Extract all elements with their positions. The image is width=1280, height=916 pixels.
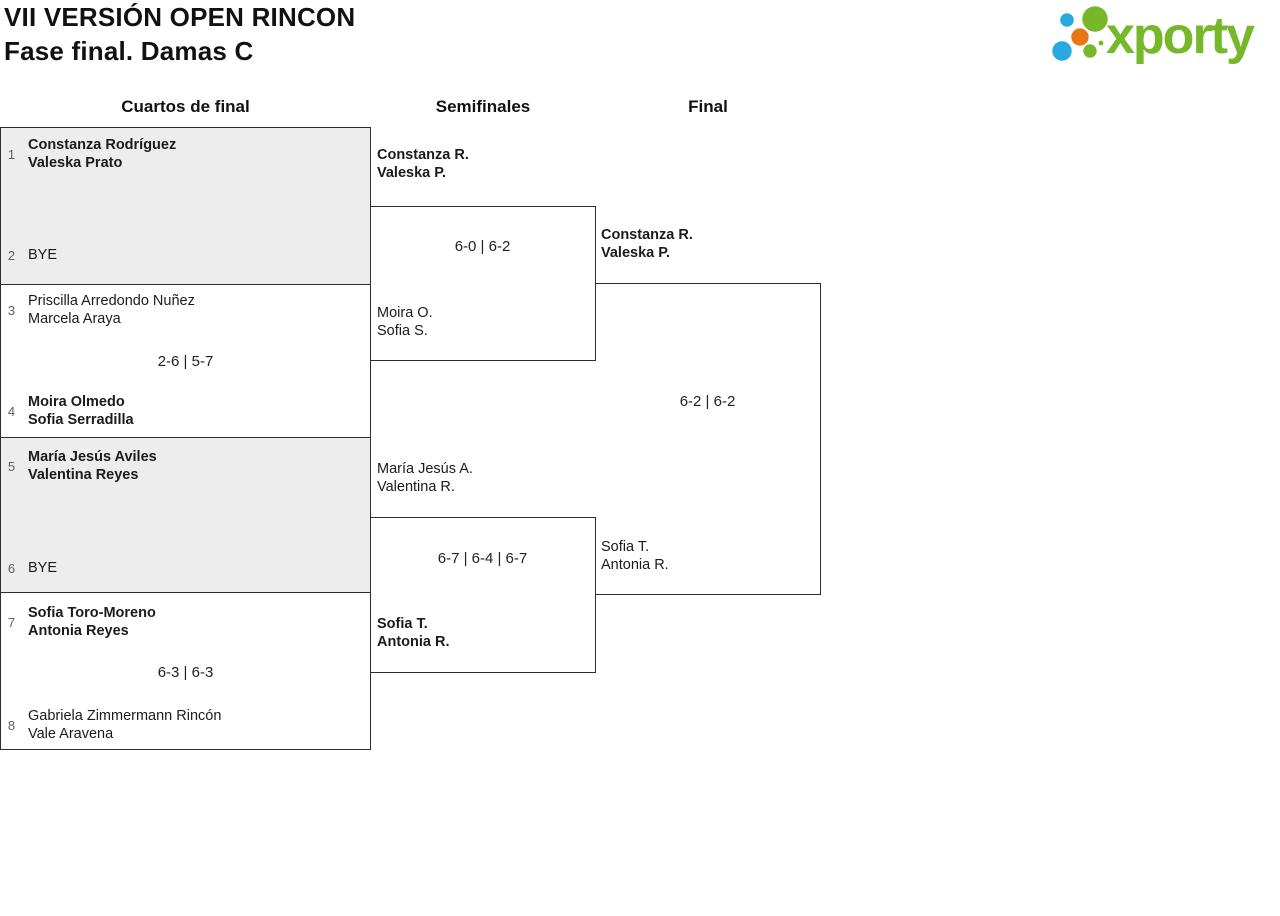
player-name: Constanza R. xyxy=(377,147,469,163)
player-name: Valeska P. xyxy=(377,165,447,181)
player-name: Antonia R. xyxy=(601,557,669,573)
player-name: Vale Aravena xyxy=(28,726,114,742)
team-entry: 8 Gabriela Zimmermann Rincón Vale Araven… xyxy=(5,707,222,743)
sf-match-2-box: 6-7 | 6-4 | 6-7 xyxy=(370,517,596,673)
player-name: Sofia T. xyxy=(377,616,428,632)
qf-match-4: 7 Sofia Toro-Moreno Antonia Reyes 6-3 | … xyxy=(0,592,371,750)
seed-number: 8 xyxy=(7,717,16,733)
player-name: Valeska Prato xyxy=(28,155,123,171)
final-top-team: Constanza R. Valeska P. xyxy=(601,226,693,262)
final-match-box: 6-2 | 6-2 xyxy=(595,283,821,595)
team-names: BYE xyxy=(28,246,57,264)
team-entry: 4 Moira Olmedo Sofia Serradilla xyxy=(5,393,134,429)
round-header-final: Final xyxy=(688,97,728,116)
team-names: BYE xyxy=(28,559,57,577)
qf-match-2: 3 Priscilla Arredondo Nuñez Marcela Aray… xyxy=(0,284,371,438)
player-name: Valentina R. xyxy=(377,479,455,495)
player-name: Valentina Reyes xyxy=(28,467,139,483)
tournament-title: VII VERSIÓN OPEN RINCON xyxy=(4,2,356,32)
player-name: Moira O. xyxy=(377,305,433,321)
team-entry: 3 Priscilla Arredondo Nuñez Marcela Aray… xyxy=(5,292,195,328)
round-header-semifinales: Semifinales xyxy=(435,97,531,116)
bye-label: BYE xyxy=(28,560,58,576)
team-entry: 5 María Jesús Aviles Valentina Reyes xyxy=(5,448,157,484)
final-bottom-team: Sofia T. Antonia R. xyxy=(601,538,669,574)
qf-match-3: 5 María Jesús Aviles Valentina Reyes 6 B… xyxy=(0,437,371,593)
seed-number: 7 xyxy=(7,614,16,630)
player-name: Marcela Araya xyxy=(28,311,121,327)
player-name: Antonia Reyes xyxy=(28,623,129,639)
team-names: María Jesús Aviles Valentina Reyes xyxy=(28,448,157,484)
team-names: Gabriela Zimmermann Rincón Vale Aravena xyxy=(28,707,221,743)
xporty-dots-icon xyxy=(1052,6,1108,61)
seed-number: 4 xyxy=(7,403,16,419)
team-entry: 2 BYE xyxy=(5,246,57,264)
team-names: Moira Olmedo Sofia Serradilla xyxy=(28,393,134,429)
player-name: Sofia Serradilla xyxy=(28,412,134,428)
seed-number: 6 xyxy=(7,560,16,576)
sf2-top-team: María Jesús A. Valentina R. xyxy=(377,460,473,496)
sf1-top-team: Constanza R. Valeska P. xyxy=(377,146,469,182)
seed-number: 5 xyxy=(7,458,16,474)
player-name: Antonia R. xyxy=(377,634,450,650)
player-name: María Jesús A. xyxy=(377,461,473,477)
team-entry: 1 Constanza Rodríguez Valeska Prato xyxy=(5,136,176,172)
sf2-bottom-team: Sofia T. Antonia R. xyxy=(377,615,450,651)
player-name: Priscilla Arredondo Nuñez xyxy=(28,293,195,309)
seed-number: 3 xyxy=(7,302,16,318)
match-score: 6-0 | 6-2 xyxy=(454,238,511,255)
round-header-cuartos: Cuartos de final xyxy=(121,97,250,116)
bye-label: BYE xyxy=(28,247,58,263)
seed-number: 1 xyxy=(7,146,16,162)
player-name: Gabriela Zimmermann Rincón xyxy=(28,708,222,724)
qf-match-1: 1 Constanza Rodríguez Valeska Prato 2 BY… xyxy=(0,127,371,285)
team-entry: 6 BYE xyxy=(5,559,57,577)
player-name: Moira Olmedo xyxy=(28,394,125,410)
player-name: Sofia T. xyxy=(601,539,650,555)
match-score: 6-7 | 6-4 | 6-7 xyxy=(437,550,528,567)
team-names: Constanza Rodríguez Valeska Prato xyxy=(28,136,176,172)
player-name: María Jesús Aviles xyxy=(28,449,157,465)
team-names: Sofia Toro-Moreno Antonia Reyes xyxy=(28,604,156,640)
player-name: Sofia Toro-Moreno xyxy=(28,605,156,621)
xporty-logo-text: xporty xyxy=(1106,7,1255,65)
seed-number: 2 xyxy=(7,247,16,263)
player-name: Constanza R. xyxy=(601,227,693,243)
player-name: Constanza Rodríguez xyxy=(28,137,177,153)
team-names: Priscilla Arredondo Nuñez Marcela Araya xyxy=(28,292,195,328)
team-entry: 7 Sofia Toro-Moreno Antonia Reyes xyxy=(5,604,156,640)
sf1-bottom-team: Moira O. Sofia S. xyxy=(377,304,433,340)
match-score: 6-3 | 6-3 xyxy=(157,664,214,681)
player-name: Valeska P. xyxy=(601,245,671,261)
match-score: 6-2 | 6-2 xyxy=(679,393,736,410)
category-subtitle: Fase final. Damas C xyxy=(4,36,254,66)
player-name: Sofia S. xyxy=(377,323,428,339)
match-score: 2-6 | 5-7 xyxy=(157,353,214,370)
